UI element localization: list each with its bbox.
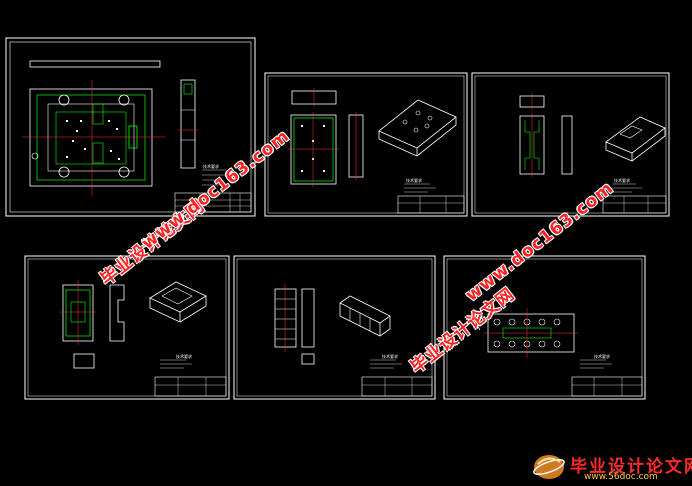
logo-title: 毕业设计论文网 — [570, 457, 692, 477]
sheet-1-tech-note: 技术要求 — [203, 164, 219, 169]
site-logo[interactable]: 毕业设计论文网 www.56doc.com — [530, 450, 692, 484]
sheet-2-part[interactable] — [264, 72, 468, 217]
sheet-3-tech-note: 技术要求 — [614, 178, 630, 183]
logo-url: www.56doc.com — [584, 472, 658, 482]
sheet-2-tech-note: 技术要求 — [406, 178, 422, 183]
sheet-3-part[interactable] — [471, 72, 670, 217]
sheet-6-part[interactable] — [443, 255, 646, 400]
sheet-4-tech-note: 技术要求 — [176, 354, 192, 359]
globe-logo-icon — [533, 455, 565, 479]
sheet-6-tech-note: 技术要求 — [594, 354, 610, 359]
sheet-4-part[interactable] — [24, 255, 230, 400]
sheet-5-part[interactable] — [233, 255, 436, 400]
sheet-1-assembly[interactable] — [5, 37, 256, 217]
sheet-5-tech-note: 技术要求 — [382, 354, 398, 359]
